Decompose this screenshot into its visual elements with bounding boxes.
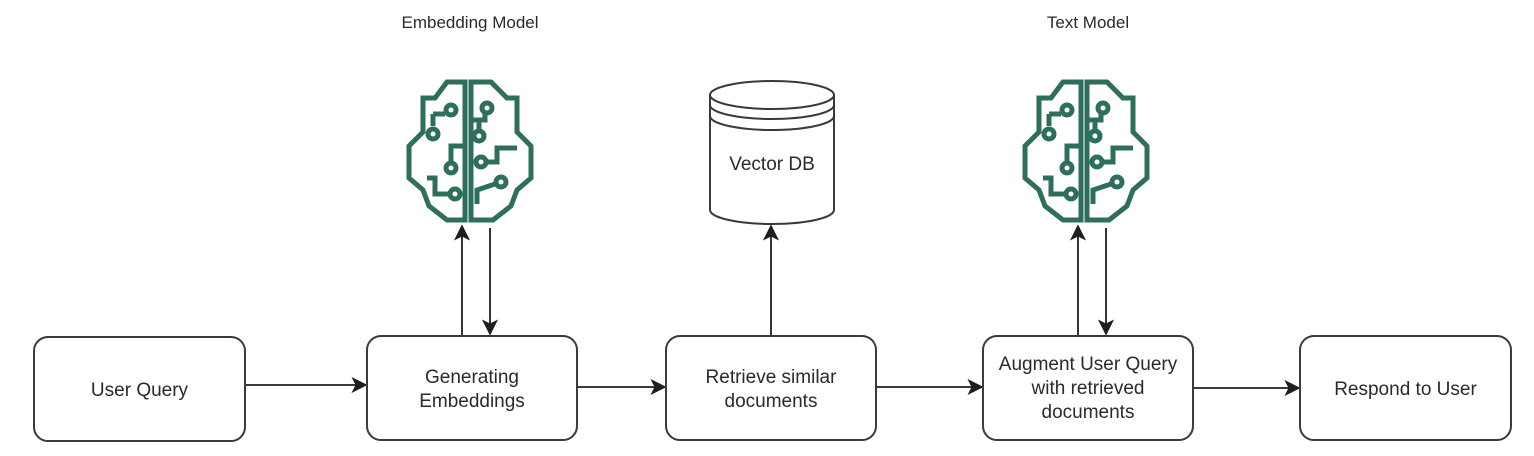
node-user-query: User Query [33,336,246,442]
node-label: User Query [91,380,189,401]
vector-db-label: Vector DB [729,154,815,175]
node-augment-user-query: Augment User Query with retrieved docume… [982,335,1194,441]
node-respond-to-user: Respond to User [1299,335,1512,441]
node-retrieve-documents: Retrieve similar documents [665,335,877,441]
node-label-line: Generating [425,367,519,388]
brain-circuit-icon [409,82,531,220]
node-label-line: Embeddings [419,391,525,412]
node-generating-embeddings: Generating Embeddings [366,335,578,441]
database-cylinder-icon: Vector DB [709,80,835,225]
node-label-line: documents [1042,402,1135,423]
node-label-line: documents [725,391,818,412]
node-label-line: Augment User Query [999,354,1178,375]
node-label-line: with retrieved [1031,378,1145,399]
text-model-label: Text Model [1047,13,1129,32]
brain-circuit-icon [1025,82,1147,220]
edges [246,224,1301,397]
node-label-line: Retrieve similar [706,367,838,388]
node-label: Respond to User [1334,379,1477,400]
embedding-model-label: Embedding Model [401,13,538,32]
